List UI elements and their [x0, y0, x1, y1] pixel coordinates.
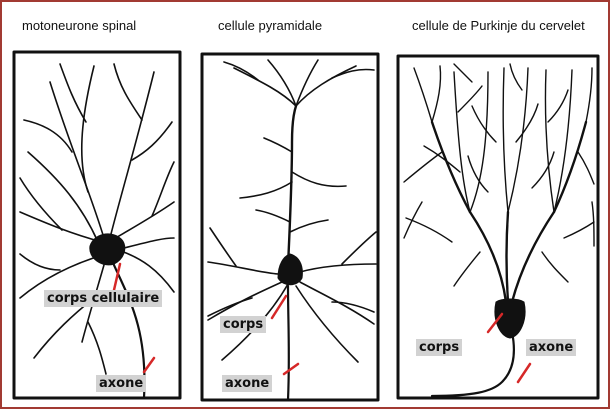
motoneuron-soma [90, 234, 125, 265]
pyramidal-body-label: corps [220, 316, 266, 333]
pyramidal-axon-pointer [284, 364, 298, 374]
pyramidal-drawing [202, 54, 378, 400]
motoneuron-body-label: corps cellulaire [44, 290, 162, 307]
purkinje-axon-label: axone [526, 339, 576, 356]
purkinje-body-label: corps [416, 339, 462, 356]
pyramidal-soma [278, 254, 302, 285]
motoneuron-frame [14, 52, 180, 398]
pyramidal-axon-label: axone [222, 375, 272, 392]
motoneuron-axon-pointer [144, 358, 154, 372]
motoneuron-axon-label: axone [96, 375, 146, 392]
purkinje-axon-pointer [518, 364, 530, 382]
motoneuron-drawing [14, 52, 180, 398]
